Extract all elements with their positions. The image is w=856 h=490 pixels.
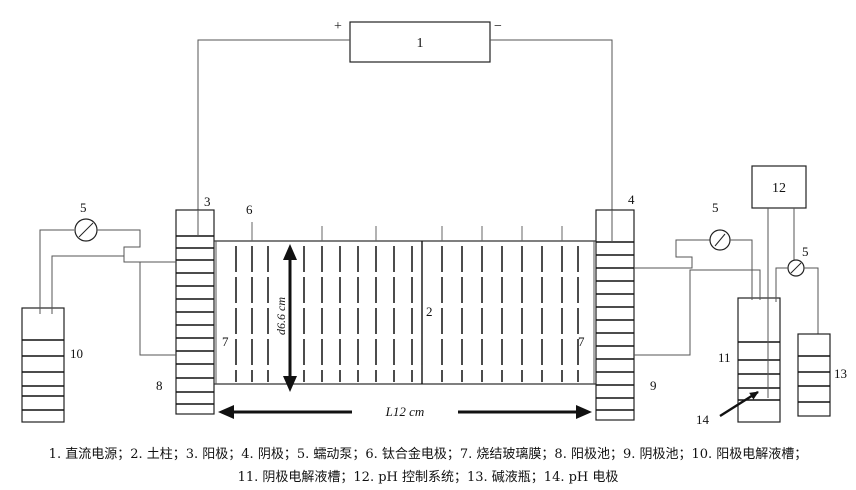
label-cathode: 4 <box>628 192 635 207</box>
length-label: L12 cm <box>385 404 425 419</box>
cathode-pump-to-tank <box>730 239 753 300</box>
figure-caption-line-2: 11. 阴极电解液槽；12. pH 控制系统；13. 碱液瓶；14. pH 电极 <box>237 470 619 485</box>
label-alkali-bottle: 13 <box>834 366 847 381</box>
cathode-cell-to-pump <box>634 239 710 269</box>
titanium-electrodes <box>235 246 579 382</box>
label-membrane-left: 7 <box>222 334 229 349</box>
cathode-cell-lines <box>596 241 634 411</box>
pump-alkali-slash <box>790 262 802 274</box>
label-ph-electrode: 14 <box>696 412 710 427</box>
plus-sign: + <box>334 19 342 34</box>
anode-tank-lines <box>22 339 64 411</box>
anode-cell-lines <box>176 235 214 405</box>
pump-right-slash <box>714 233 726 247</box>
alkali-from-bottle-tube <box>804 267 819 334</box>
electrode-leads <box>251 222 563 241</box>
label-pump-left: 5 <box>80 200 87 215</box>
electrokinetic-apparatus-diagram: 1 + − <box>21 19 847 427</box>
figure-caption-line-1: 1. 直流电源；2. 土柱；3. 阳极；4. 阴极；5. 蠕动泵；6. 钛合金电… <box>48 447 808 462</box>
ph-control-number: 12 <box>772 181 786 196</box>
cathode-tank-lines <box>738 341 780 401</box>
label-pump-alkali: 5 <box>802 244 809 259</box>
length-arrowhead-left <box>218 405 234 419</box>
label-anode-cell: 8 <box>156 378 163 393</box>
label-electrode: 6 <box>246 202 253 217</box>
anode-electrolyte-tank <box>21 307 65 423</box>
label-anode: 3 <box>204 194 211 209</box>
anode-cell-outlet <box>139 262 176 356</box>
label-cathode-cell: 9 <box>650 378 657 393</box>
anode-tube-from-pump <box>97 229 176 263</box>
anode-tube-to-pump <box>39 229 74 314</box>
label-pump-right: 5 <box>712 200 719 215</box>
positive-wire <box>197 39 350 210</box>
cathode-cell <box>595 209 635 421</box>
label-membrane-right: 7 <box>578 334 585 349</box>
ph-electrode-pointer <box>719 390 759 418</box>
minus-sign: − <box>494 19 502 34</box>
alkali-to-tank-tube <box>775 267 788 302</box>
label-anode-tank: 10 <box>70 346 83 361</box>
label-soil-column: 2 <box>426 304 433 319</box>
length-arrowhead-right <box>576 405 592 419</box>
pump-left-slash <box>78 222 94 238</box>
dc-power-box <box>349 21 491 63</box>
negative-wire <box>490 39 613 210</box>
label-cathode-tank: 11 <box>718 350 731 365</box>
ph-control-system <box>751 165 807 209</box>
alkali-bottle <box>797 333 831 417</box>
anode-return-tube <box>51 255 124 314</box>
diameter-arrowhead-down <box>283 376 297 392</box>
cathode-return-tube <box>634 269 761 356</box>
alkali-bottle-lines <box>798 355 830 403</box>
diameter-arrowhead-up <box>283 244 297 260</box>
diameter-label: d6.6 cm <box>274 297 288 335</box>
power-number-label: 1 <box>417 36 424 51</box>
